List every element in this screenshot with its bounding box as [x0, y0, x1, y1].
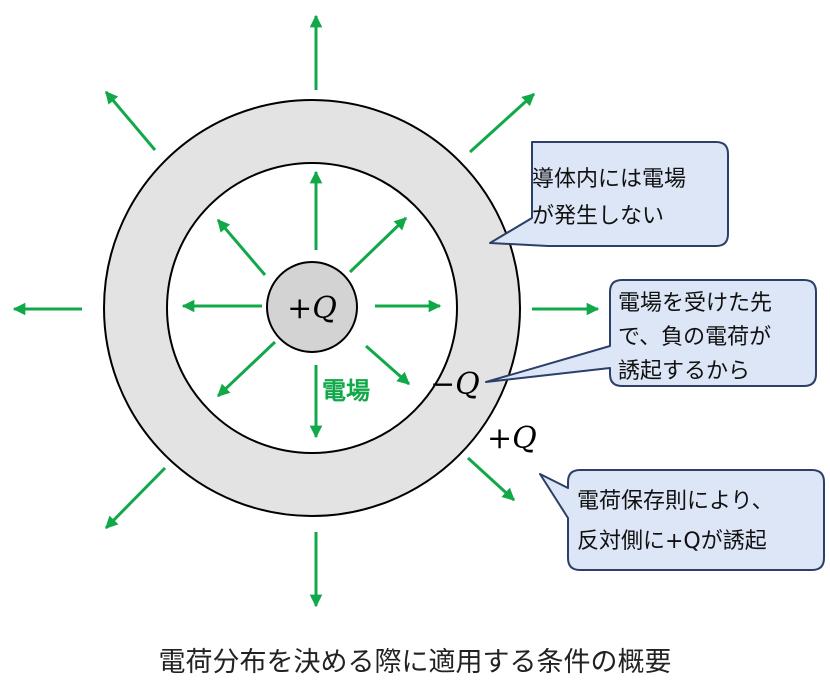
inner-field-arrow-up-left	[216, 219, 267, 276]
outer-field-arrows	[12, 14, 600, 608]
center-charge	[266, 261, 358, 353]
shell-inner-charge-label: −Q	[430, 367, 480, 402]
outer-field-arrow-down-right	[466, 456, 516, 502]
callout-no-field-in-conductor: 導体内には電場 が発生しない	[489, 141, 729, 247]
callout-line: 電荷保存則により、	[577, 489, 774, 514]
callout-line: 反対側に+Qが誘起	[577, 529, 767, 554]
concentric-conductor-diagram: +Q 電場 −Q +Q 導体内には電場 が発生しない 電場を受けた先 で、負の電…	[12, 14, 825, 608]
inner-field-arrows	[181, 170, 442, 439]
callout-line: 導体内には電場	[532, 167, 686, 192]
callout-line: が発生しない	[532, 204, 664, 229]
outer-field-arrow-down-left	[104, 466, 167, 530]
callout-bubble	[539, 469, 825, 571]
inner-field-arrow-up-right	[348, 216, 408, 274]
outer-field-arrow-up-left	[104, 91, 157, 151]
callout-line: 誘起するから	[618, 359, 750, 384]
callout-line: 電場を受けた先	[618, 291, 772, 316]
callout-negative-induced: 電場を受けた先 で、負の電荷が 誘起するから	[485, 279, 817, 387]
inner-field-arrow-down-left	[216, 340, 277, 398]
callout-line: で、負の電荷が	[618, 325, 771, 350]
callout-charge-conservation: 電荷保存則により、 反対側に+Qが誘起	[539, 469, 825, 571]
field-label: 電場	[322, 377, 370, 405]
outer-field-arrow-up-right	[468, 92, 536, 154]
center-charge-label: +Q	[287, 291, 337, 326]
callout-bubble	[489, 141, 729, 247]
callout-bubble	[485, 279, 817, 387]
inner-field-arrow-down-right	[365, 344, 410, 386]
figure-caption: 電荷分布を決める際に適用する条件の概要	[158, 647, 672, 678]
shell-outer-charge-label: +Q	[487, 421, 537, 456]
